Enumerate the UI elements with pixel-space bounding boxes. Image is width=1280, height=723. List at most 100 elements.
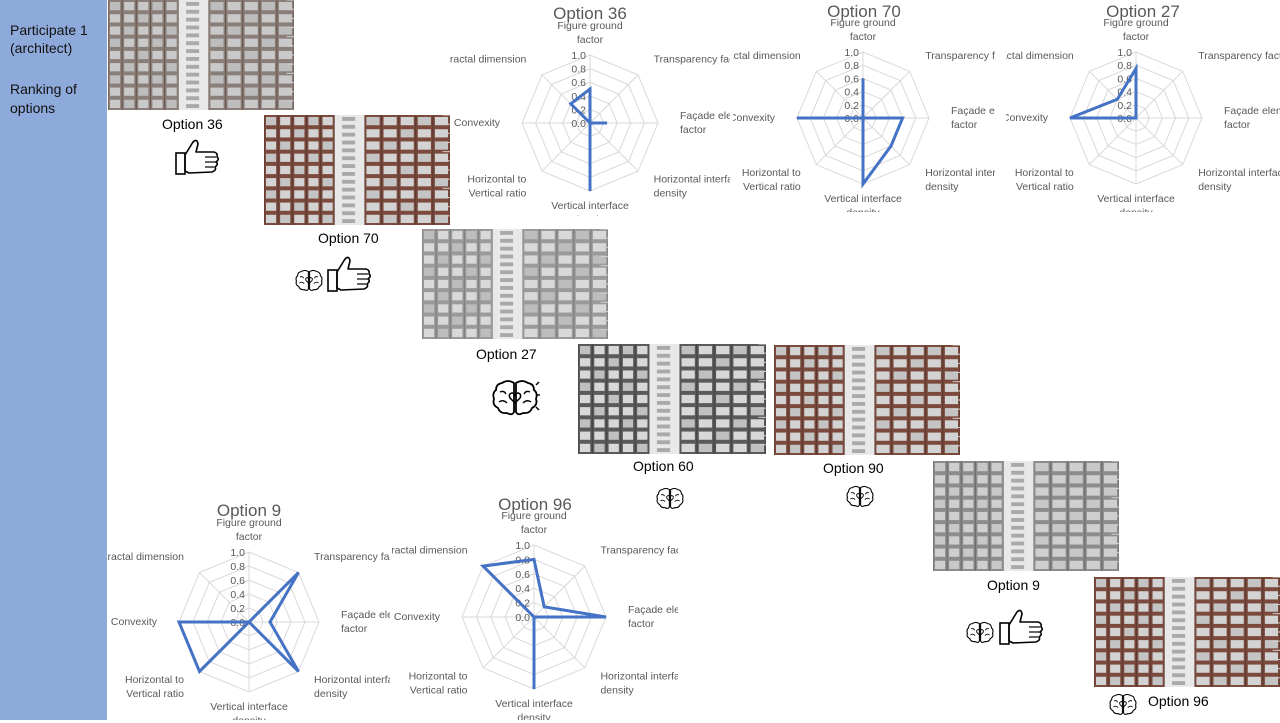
facade-image-option-90 bbox=[774, 345, 960, 455]
thumbs-up-icon bbox=[998, 607, 1044, 647]
data-point bbox=[482, 565, 484, 567]
data-point bbox=[178, 621, 180, 623]
tick-label: 0.0 bbox=[515, 612, 530, 624]
axis-label: Façade elementfactor bbox=[628, 604, 678, 630]
data-point bbox=[589, 88, 591, 90]
chart-title: Option 96 bbox=[498, 495, 572, 514]
chart-title: Option 27 bbox=[1106, 2, 1180, 21]
option-label-27: Option 27 bbox=[476, 346, 537, 362]
data-point bbox=[297, 670, 299, 672]
ranking-title: Ranking of options bbox=[10, 80, 77, 118]
brain-heart-icon bbox=[490, 377, 540, 417]
axis-label: Convexity bbox=[733, 112, 776, 124]
tick-label: 0.2 bbox=[230, 603, 245, 615]
grid-spoke bbox=[482, 616, 535, 669]
data-point bbox=[796, 117, 798, 119]
grid-spoke bbox=[199, 572, 250, 623]
data-point bbox=[890, 145, 892, 147]
grid-spoke bbox=[589, 74, 639, 124]
facade-image-option-36 bbox=[108, 0, 294, 110]
grid-spoke bbox=[862, 117, 911, 166]
facade-image-option-27 bbox=[422, 229, 608, 339]
data-point bbox=[902, 117, 904, 119]
tick-label: 0.4 bbox=[844, 87, 859, 99]
axis-label: Transparency factor bbox=[654, 53, 730, 65]
participant-title: Participate 1 (architect) bbox=[10, 21, 88, 57]
grid-spoke bbox=[533, 565, 586, 618]
ranking-line-1: Ranking of bbox=[10, 81, 77, 97]
brain-heart-icon bbox=[845, 482, 875, 510]
participant-line-2: (architect) bbox=[10, 40, 73, 56]
brain-heart-icon bbox=[1108, 690, 1138, 718]
data-point bbox=[199, 670, 201, 672]
series-line bbox=[568, 85, 607, 191]
data-point bbox=[862, 77, 864, 79]
tick-label: 0.0 bbox=[571, 118, 586, 130]
axis-label: Transparency factor bbox=[925, 50, 995, 62]
tick-label: 0.8 bbox=[230, 561, 245, 573]
facade-svg bbox=[933, 461, 1119, 571]
tick-label: 0.8 bbox=[571, 64, 586, 76]
axis-label: Fractal dimension bbox=[392, 545, 468, 557]
tick-label: 0.6 bbox=[515, 569, 530, 581]
data-point bbox=[1135, 117, 1137, 119]
ranking-line-2: options bbox=[10, 100, 56, 116]
data-point bbox=[570, 103, 572, 105]
tick-label: 1.0 bbox=[515, 540, 530, 552]
data-point bbox=[1069, 117, 1071, 119]
data-point bbox=[297, 572, 299, 574]
grid-spoke bbox=[1135, 117, 1184, 166]
data-point bbox=[1135, 68, 1137, 69]
axis-label: Façade elementfactor bbox=[680, 110, 730, 136]
facade-image-option-9 bbox=[933, 461, 1119, 571]
facade-image-option-70 bbox=[264, 115, 450, 225]
data-point bbox=[533, 558, 535, 560]
data-point bbox=[533, 688, 535, 690]
chart-title: Option 70 bbox=[827, 2, 901, 21]
series-line bbox=[479, 557, 607, 689]
chart-title: Option 9 bbox=[216, 501, 282, 520]
chart-title: Option 36 bbox=[553, 4, 627, 23]
grid-spoke bbox=[815, 117, 864, 166]
axis-label: Fractal dimension bbox=[108, 551, 184, 563]
facade-svg bbox=[108, 0, 294, 110]
axis-label: Convexity bbox=[1006, 112, 1049, 124]
data-point bbox=[605, 616, 607, 618]
facade-svg bbox=[1094, 577, 1280, 687]
sidebar: Participate 1 (architect) Ranking of opt… bbox=[0, 0, 107, 720]
tick-label: 0.2 bbox=[844, 100, 859, 112]
option-label-70: Option 70 bbox=[318, 230, 379, 246]
tick-label: 1.0 bbox=[230, 547, 245, 559]
brain-heart-icon bbox=[294, 266, 324, 294]
axis-label: Convexity bbox=[111, 616, 158, 628]
facade-image-option-96 bbox=[1094, 577, 1280, 687]
data-point bbox=[533, 616, 535, 618]
tick-label: 1.0 bbox=[1117, 47, 1132, 59]
tick-label: 0.4 bbox=[515, 583, 530, 595]
series-line bbox=[176, 571, 300, 675]
tick-label: 0.2 bbox=[1117, 100, 1132, 112]
data-point bbox=[589, 122, 591, 124]
data-point bbox=[606, 122, 608, 124]
grid-spoke bbox=[1088, 70, 1137, 119]
facade-svg bbox=[774, 345, 960, 455]
tick-label: 0.6 bbox=[230, 575, 245, 587]
facade-image-option-60 bbox=[578, 344, 766, 454]
data-point bbox=[862, 183, 864, 185]
axis-label: Transparency factor bbox=[1198, 50, 1280, 62]
facade-svg bbox=[578, 344, 766, 454]
